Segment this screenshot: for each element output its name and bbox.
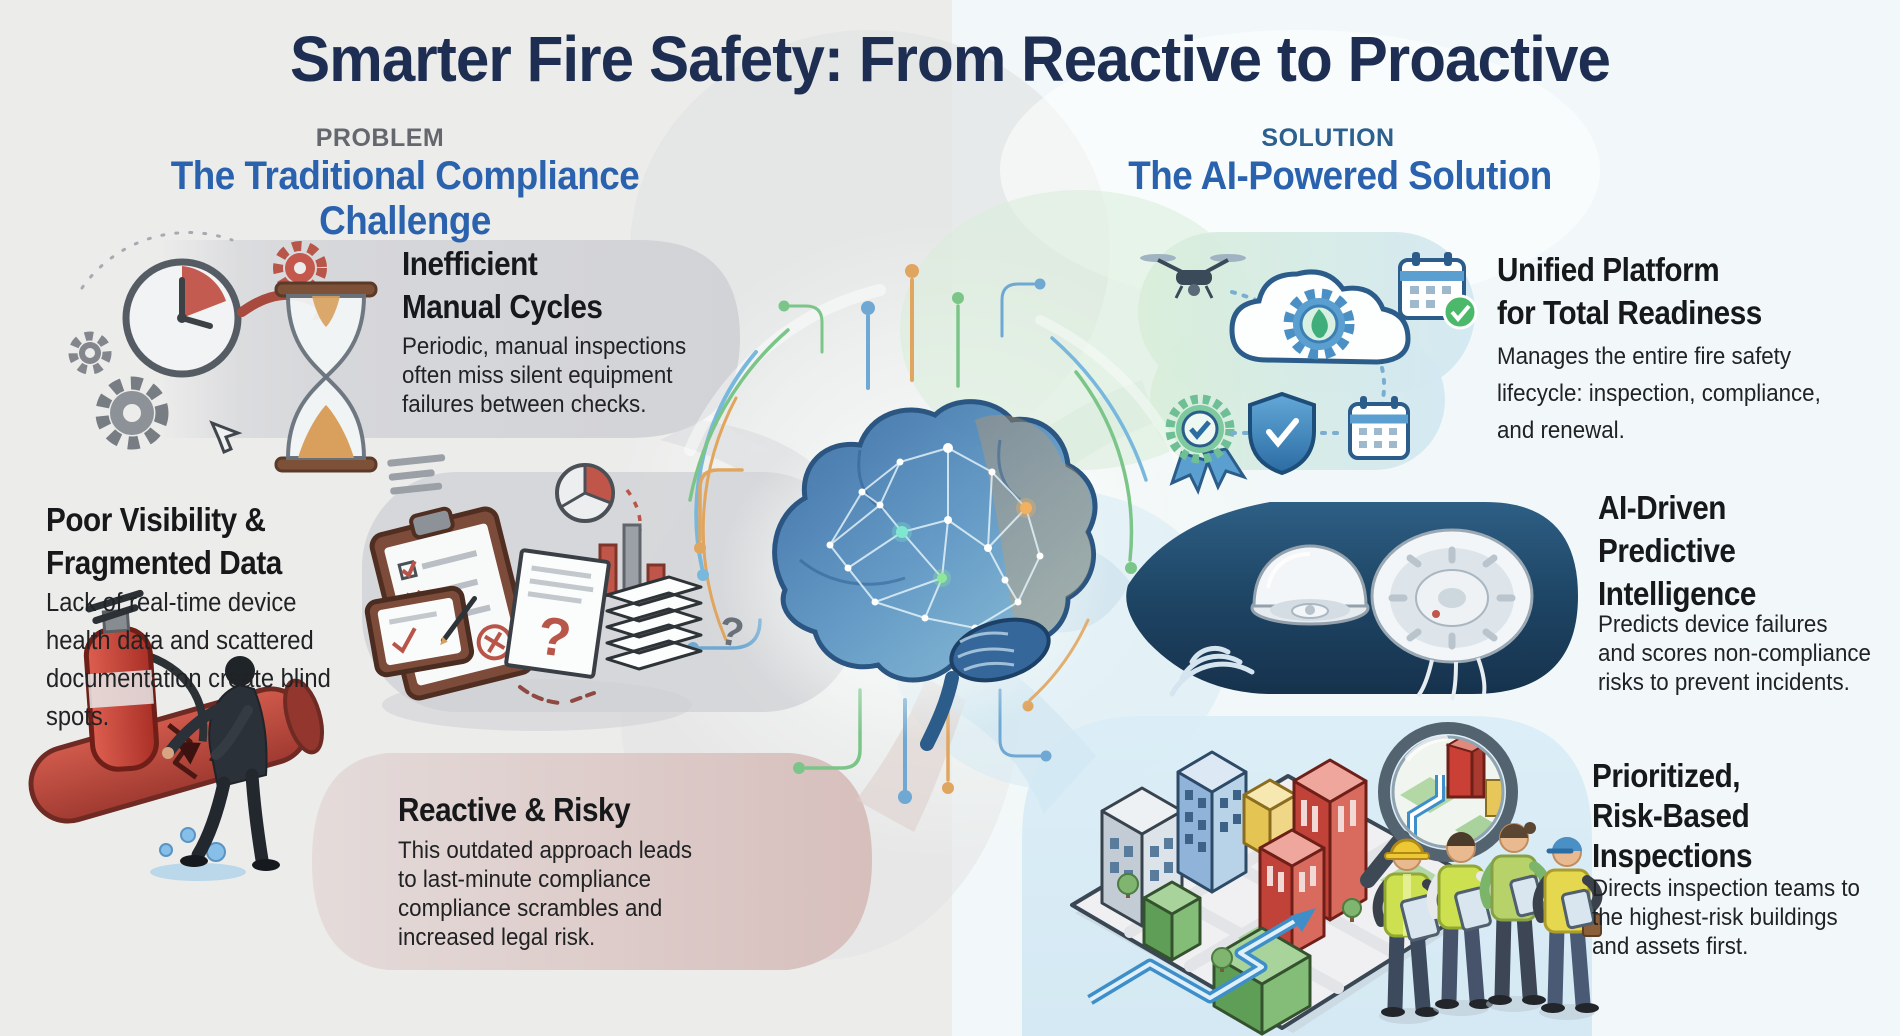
- solution-heading: The AI-Powered Solution: [1128, 154, 1552, 198]
- clipboard-fragmented-documents-icon: ? ?: [364, 454, 747, 731]
- solution-item-2-title: AI-Driven Predictive Intelligence: [1598, 489, 1757, 612]
- calendar-icon: [1348, 396, 1410, 460]
- solution-item-2-body: Predicts device failures and scores non-…: [1598, 611, 1871, 696]
- problem-item-2-body: Lack of real-time device health data and…: [46, 589, 331, 731]
- problem-item-2-title: Poor Visibility & Fragmented Data: [46, 501, 282, 581]
- solution-item-3-body: Directs inspection teams to the highest-…: [1592, 875, 1860, 960]
- drone-cloud-platform-icon: [1140, 252, 1478, 495]
- problem-item-3-body: This outdated approach leads to last-min…: [398, 837, 693, 951]
- problem-heading: The Traditional Compliance Challenge: [170, 154, 640, 243]
- ai-brain-icon: [720, 399, 1110, 751]
- smart-smoke-detectors-icon: [1169, 528, 1534, 701]
- risk-map-inspection-teams-icon: [1070, 722, 1603, 1036]
- problem-kicker: PROBLEM: [315, 124, 445, 152]
- inspector-figures: [1372, 822, 1603, 1024]
- solution-item-1-body: Manages the entire fire safety lifecycle…: [1497, 343, 1821, 444]
- clock-gears-hourglass-icon: [68, 231, 378, 473]
- problem-item-1-title: Inefficient Manual Cycles: [402, 245, 603, 325]
- certification-badge-icon: [1165, 394, 1248, 495]
- drone-icon: [1140, 254, 1246, 299]
- solution-kicker: SOLUTION: [1261, 124, 1395, 152]
- cloud-gear-icon: [1229, 269, 1411, 365]
- solution-item-1-title: Unified Platform for Total Readiness: [1497, 251, 1762, 331]
- shield-check-icon: [1248, 391, 1316, 476]
- page-title: Smarter Fire Safety: From Reactive to Pr…: [290, 23, 1611, 95]
- fire-extinguisher-burst-pipe-icon: [28, 589, 325, 881]
- problem-item-3-title: Reactive & Risky: [398, 791, 631, 828]
- solution-item-3-title: Prioritized, Risk-Based Inspections: [1592, 757, 1753, 874]
- problem-item-1-body: Periodic, manual inspections often miss …: [402, 333, 687, 418]
- calendar-check-icon: [1398, 252, 1478, 330]
